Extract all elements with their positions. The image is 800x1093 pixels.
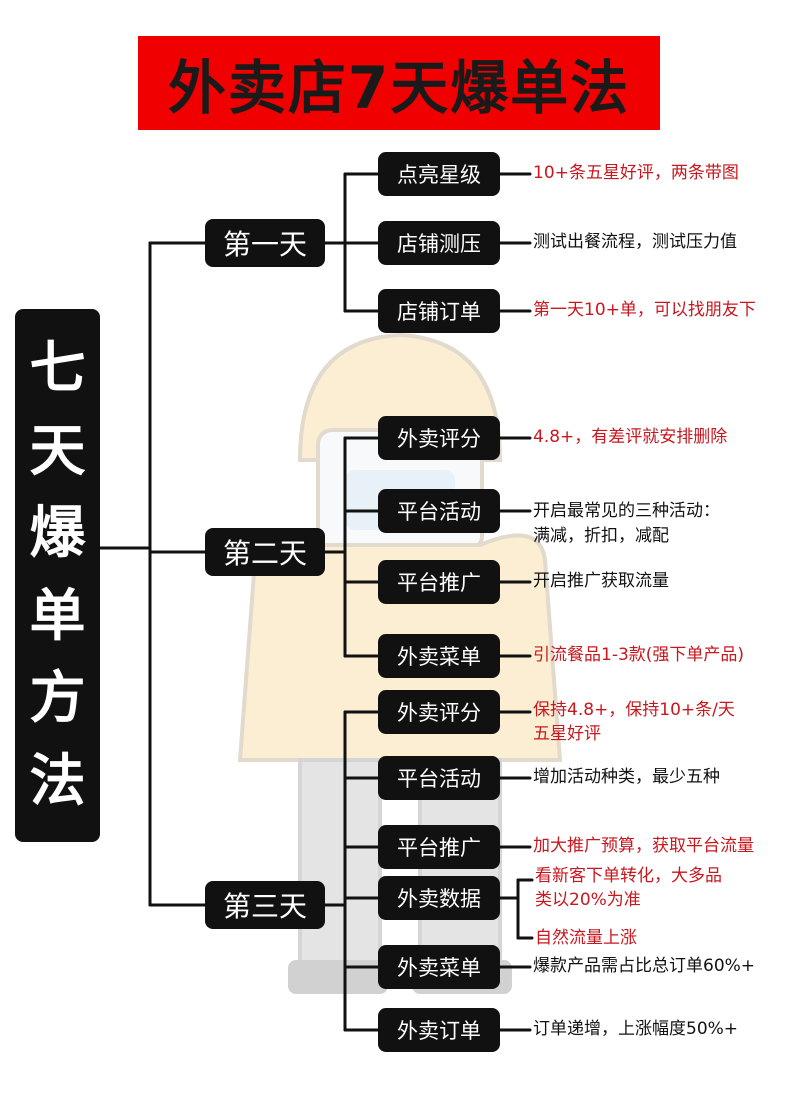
day-1-item-desc: 第一天10+单，可以找朋友下 bbox=[533, 300, 756, 320]
day-3-node: 第三天 bbox=[205, 881, 325, 929]
side-title-char: 七 bbox=[29, 336, 86, 402]
day-1-item-desc: 10+条五星好评，两条带图 bbox=[533, 163, 739, 183]
day-1-item-desc: 测试出餐流程，测试压力值 bbox=[533, 232, 737, 252]
day-2-item: 平台推广 bbox=[378, 560, 500, 604]
day-3-item-desc: 加大推广预算，获取平台流量 bbox=[533, 836, 754, 856]
day-3-item: 外卖评分 bbox=[378, 690, 500, 734]
day-2-item-desc: 满减，折扣，减配 bbox=[533, 526, 669, 546]
day-1-item: 店铺测压 bbox=[378, 221, 500, 265]
day-1-node: 第一天 bbox=[205, 219, 325, 267]
day-3-item: 外卖菜单 bbox=[378, 945, 500, 989]
day-1-item: 店铺订单 bbox=[378, 289, 500, 333]
side-title-char: 法 bbox=[29, 748, 86, 814]
day-2-node: 第二天 bbox=[205, 528, 325, 576]
day-3-item-desc: 类以20%为准 bbox=[535, 890, 641, 910]
day-3-item-desc: 保持4.8+，保持10+条/天 bbox=[533, 700, 735, 720]
day-2-item: 外卖菜单 bbox=[378, 634, 500, 678]
day-3-item-desc: 五星好评 bbox=[533, 724, 601, 744]
side-title-char: 方 bbox=[29, 666, 86, 732]
day-3-item-desc: 订单递增，上涨幅度50%+ bbox=[533, 1019, 739, 1039]
day-2-item-desc: 引流餐品1-3款(强下单产品) bbox=[533, 645, 745, 665]
title-banner: 外卖店7天爆单法 bbox=[138, 36, 660, 130]
day-3-item-desc: 爆款产品需占比总订单60%+ bbox=[533, 956, 756, 976]
day-2-item-desc: 4.8+，有差评就安排删除 bbox=[533, 427, 728, 447]
day-3-item: 平台推广 bbox=[378, 825, 500, 869]
page-title: 外卖店7天爆单法 bbox=[167, 54, 631, 122]
day-3-item-desc: 看新客下单转化，大多品 bbox=[535, 866, 722, 886]
day-1-item: 点亮星级 bbox=[378, 152, 500, 196]
day-3-item-desc: 增加活动种类，最少五种 bbox=[533, 767, 720, 787]
day-3-item-desc: 自然流量上涨 bbox=[535, 928, 637, 948]
day-3-item: 外卖订单 bbox=[378, 1008, 500, 1052]
side-title-char: 天 bbox=[29, 418, 86, 484]
side-title-char: 单 bbox=[29, 583, 86, 649]
day-3-item: 平台活动 bbox=[378, 756, 500, 800]
day-2-item-desc: 开启推广获取流量 bbox=[533, 571, 669, 591]
day-2-item-desc: 开启最常见的三种活动： bbox=[533, 501, 720, 521]
day-2-item: 外卖评分 bbox=[378, 416, 500, 460]
side-title-panel: 七 天 爆 单 方 法 bbox=[15, 309, 100, 842]
day-3-item: 外卖数据 bbox=[378, 876, 500, 920]
side-title-char: 爆 bbox=[29, 501, 86, 567]
day-2-item: 平台活动 bbox=[378, 489, 500, 533]
